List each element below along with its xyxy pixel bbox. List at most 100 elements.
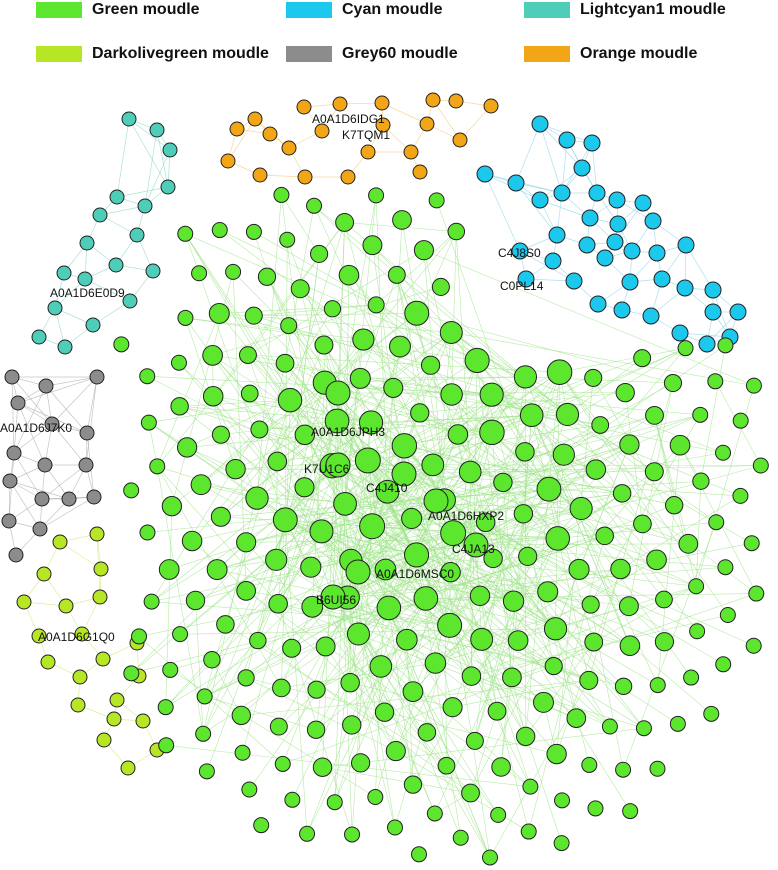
green-module-node [170, 397, 189, 416]
network-edge [13, 402, 19, 454]
green-module-node [245, 486, 269, 510]
green-module-node [544, 656, 563, 676]
coexpression-network: A0A1D6IDG1K7TQM1C4J8S0C0PL14A0A1D6E0D9A0… [0, 92, 769, 866]
green-module-node [461, 783, 480, 803]
lightcyan-module-node [79, 235, 95, 251]
green-module-node [240, 384, 259, 403]
green-module-node [469, 585, 491, 607]
network-edge [432, 99, 461, 141]
green-module-node [359, 513, 386, 540]
green-module-node [649, 760, 666, 777]
olive-module-node [93, 561, 109, 577]
green-module-node [610, 558, 631, 580]
network-edge [212, 286, 441, 356]
network-edge [41, 464, 87, 500]
green-module-node [149, 458, 166, 475]
green-module-node [543, 617, 568, 641]
network-edge [685, 244, 714, 291]
network-edge [116, 118, 130, 198]
orange-module-node [374, 95, 390, 111]
network-edge [479, 595, 562, 844]
green-module-node [273, 186, 290, 203]
olive-module-node [74, 626, 90, 642]
green-module-node [663, 373, 683, 393]
network-edge [285, 519, 385, 713]
green-module-node [374, 558, 397, 581]
green-module-node [519, 403, 544, 428]
network-edge [548, 488, 689, 545]
network-nodes [1, 92, 769, 866]
network-edge [331, 465, 390, 609]
network-edge [511, 677, 526, 737]
legend-swatch-orange [524, 46, 570, 62]
orange-module-node [452, 132, 468, 148]
green-module-node [748, 585, 765, 602]
green-module-node [520, 823, 537, 840]
network-edge [253, 315, 568, 415]
green-module-node [619, 635, 641, 657]
network-edge [220, 420, 338, 435]
green-module-node [410, 403, 430, 423]
green-module-node [595, 526, 614, 546]
network-edge [404, 357, 643, 447]
network-edge [13, 423, 53, 454]
green-module-node [185, 590, 206, 611]
network-edge [425, 504, 675, 599]
legend-label-darkolivegreen: Darkolivegreen moudle [92, 45, 269, 62]
network-edge [347, 566, 726, 598]
green-module-node [290, 279, 310, 299]
orange-module-node [281, 140, 297, 156]
green-module-node [581, 756, 598, 773]
network-edge [474, 601, 514, 741]
orange-module-node [247, 111, 263, 127]
network-edge [344, 378, 361, 504]
cyan-module-node [565, 272, 583, 290]
green-module-node [198, 763, 215, 780]
green-module-node [614, 677, 633, 696]
green-module-node [272, 507, 298, 533]
network-labels: A0A1D6IDG1K7TQM1C4J8S0C0PL14A0A1D6E0D9A0… [0, 112, 544, 644]
green-module-node [491, 757, 511, 777]
green-module-node [615, 761, 632, 778]
green-module-node [417, 723, 437, 742]
green-module-node [413, 240, 434, 261]
lightcyan-module-node [160, 179, 176, 195]
grey-module-node [1, 513, 17, 529]
green-module-node [177, 225, 194, 242]
cyan-module-node [704, 281, 722, 299]
network-edge [387, 491, 698, 632]
green-module-node [211, 425, 230, 444]
network-edge [195, 600, 204, 734]
lightcyan-module-node [108, 257, 124, 273]
cyan-module-node [548, 226, 566, 244]
cyan-module-node [606, 233, 624, 251]
green-module-node [210, 506, 231, 527]
green-module-node [280, 317, 298, 335]
network-edge [249, 633, 359, 790]
green-module-node [123, 665, 140, 682]
network-edge [166, 744, 531, 787]
green-module-node [245, 223, 262, 240]
green-module-node [669, 715, 686, 732]
green-module-node [195, 725, 212, 742]
orange-module-node [229, 121, 245, 137]
lightcyan-module-node [121, 111, 137, 127]
orange-module-node [425, 92, 441, 108]
network-edge [557, 454, 565, 539]
cyan-module-node [583, 134, 601, 152]
green-module-node [268, 594, 288, 614]
network-edge [204, 696, 317, 731]
green-module-node [545, 526, 571, 551]
network-edge [249, 393, 372, 423]
cyan-module-node [608, 191, 626, 209]
green-module-node [633, 514, 652, 534]
grey-module-node [44, 416, 60, 432]
network-edge [39, 496, 95, 530]
green-module-node [282, 638, 302, 658]
green-module-node [464, 347, 490, 374]
network-edge [179, 445, 405, 635]
network-edge [475, 544, 726, 568]
green-module-node [342, 715, 362, 735]
olive-hub-label: A0A1D6G1Q0 [38, 630, 115, 644]
orange-module-node [332, 96, 348, 112]
